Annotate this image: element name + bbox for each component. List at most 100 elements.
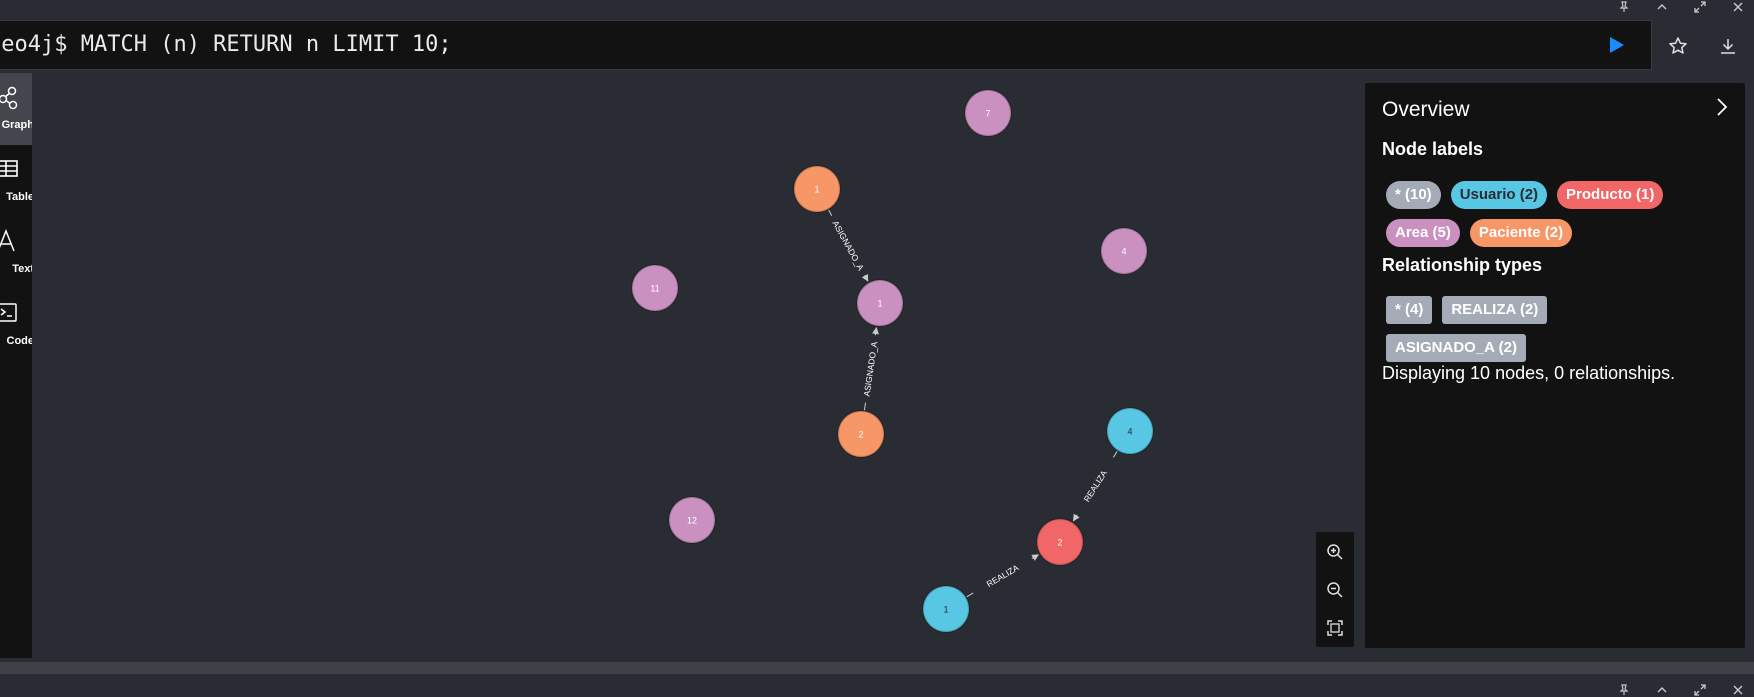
graph-icon — [0, 86, 18, 110]
graph-node-area[interactable]: 1 — [856, 279, 904, 327]
relationship-line[interactable] — [966, 592, 974, 598]
relationship-line[interactable] — [863, 402, 867, 411]
relationship-edge[interactable]: ASIGNADO_A — [862, 327, 880, 411]
query-editor[interactable]: neo4j$ MATCH (n) RETURN n LIMIT 10; — [0, 20, 1652, 70]
zoom-out-icon[interactable] — [1325, 580, 1345, 600]
sidebar-item-label: Table — [6, 191, 32, 203]
graph-node-usuario[interactable]: 4 — [1106, 407, 1154, 455]
table-icon — [0, 160, 18, 177]
fit-icon[interactable] — [1325, 618, 1345, 638]
node-labels-list: * (10) Usuario (2) Producto (1) Area (5) Pac… — [1386, 181, 1686, 247]
text-icon — [0, 229, 15, 252]
relationship-line[interactable] — [828, 209, 833, 217]
sidebar-item-table[interactable]: Table — [0, 145, 32, 217]
node-circle[interactable] — [631, 264, 679, 312]
node-label-chip[interactable]: Usuario (2) — [1450, 181, 1548, 209]
expand-icon[interactable] — [1692, 0, 1708, 14]
result-view-sidebar: Graph Table Text Code — [0, 73, 32, 658]
window-controls — [1616, 683, 1746, 697]
relationship-edge[interactable]: ASIGNADO_A — [828, 209, 869, 282]
relationship-label: ASIGNADO_A — [831, 219, 867, 272]
sidebar-item-graph[interactable]: Graph — [0, 73, 32, 145]
overview-panel: Overview Node labels * (10) Usuario (2) Pr… — [1365, 83, 1745, 648]
download-icon[interactable] — [1717, 35, 1739, 57]
next-frame-header — [0, 674, 1754, 697]
relationship-arrow[interactable] — [872, 327, 879, 336]
graph-node-usuario[interactable]: 1 — [922, 585, 970, 633]
node-circle[interactable] — [964, 89, 1012, 137]
sidebar-item-label: Graph — [1, 119, 32, 131]
relationship-line[interactable] — [1112, 451, 1118, 458]
sidebar-item-label: Code — [6, 335, 33, 347]
relationship-edge[interactable]: REALIZA — [1072, 451, 1118, 522]
node-label-chip[interactable]: Area (5) — [1386, 219, 1460, 247]
node-circle[interactable] — [793, 165, 841, 213]
prompt-label: neo4j$ — [0, 32, 68, 57]
close-icon[interactable] — [1730, 0, 1746, 14]
pin-icon[interactable] — [1616, 683, 1632, 697]
relationship-arrow[interactable] — [1031, 554, 1040, 561]
expand-icon[interactable] — [1692, 683, 1708, 697]
relationship-label: REALIZA — [1082, 468, 1110, 504]
graph-node-paciente[interactable]: 1 — [793, 165, 841, 213]
graph-node-paciente[interactable]: 2 — [837, 410, 885, 458]
node-caption: 1 — [877, 299, 882, 309]
relationship-label: ASIGNADO_A — [862, 341, 880, 397]
node-circle[interactable] — [668, 496, 716, 544]
overview-title: Overview — [1382, 98, 1470, 121]
node-label-chip[interactable]: Paciente (2) — [1469, 219, 1573, 247]
frame-divider[interactable] — [0, 662, 1754, 674]
node-circle[interactable] — [1100, 227, 1148, 275]
chevron-up-icon[interactable] — [1654, 0, 1670, 14]
node-caption: 4 — [1127, 427, 1132, 437]
chevron-right-icon[interactable] — [1713, 95, 1731, 119]
relationship-types-heading: Relationship types — [1382, 255, 1543, 275]
window-controls — [1616, 0, 1746, 14]
node-caption: 11 — [650, 284, 659, 294]
node-caption: 1 — [814, 185, 819, 195]
query-text[interactable]: neo4j$ MATCH (n) RETURN n LIMIT 10; — [0, 21, 452, 69]
graph-node-producto[interactable]: 2 — [1036, 518, 1084, 566]
relationship-arrow[interactable] — [861, 273, 869, 282]
run-button[interactable] — [1605, 34, 1627, 56]
node-caption: 12 — [687, 516, 697, 526]
favorite-star-icon[interactable] — [1667, 35, 1689, 57]
sidebar-item-label: Text — [12, 263, 32, 275]
node-label-chip[interactable]: Producto (1) — [1557, 181, 1664, 209]
code-icon — [0, 303, 17, 322]
node-caption: 2 — [1057, 538, 1062, 548]
chevron-up-icon[interactable] — [1654, 683, 1670, 697]
close-icon[interactable] — [1730, 683, 1746, 697]
node-circle[interactable] — [856, 279, 904, 327]
relationship-label: REALIZA — [985, 562, 1021, 589]
node-circle[interactable] — [837, 410, 885, 458]
sidebar-item-text[interactable]: Text — [0, 217, 32, 289]
relationship-edge[interactable]: REALIZA — [966, 554, 1040, 598]
pin-icon[interactable] — [1616, 0, 1632, 14]
graph-node-area[interactable]: 7 — [964, 89, 1012, 137]
graph-node-area[interactable]: 4 — [1100, 227, 1148, 275]
node-circle[interactable] — [1106, 407, 1154, 455]
frame-header — [0, 0, 1754, 20]
relationship-arrow[interactable] — [1072, 513, 1080, 522]
node-circle[interactable] — [1036, 518, 1084, 566]
node-caption: 4 — [1121, 247, 1126, 257]
node-caption: 7 — [985, 109, 990, 119]
relationship-type-chip[interactable]: * (4) — [1386, 296, 1433, 324]
query-input[interactable]: MATCH (n) RETURN n LIMIT 10; — [80, 32, 452, 57]
zoom-controls — [1316, 532, 1354, 647]
node-labels-heading: Node labels — [1382, 139, 1484, 159]
relationship-types-list: * (4) REALIZA (2) ASIGNADO_A (2) — [1386, 296, 1686, 362]
graph-node-area[interactable]: 11 — [631, 264, 679, 312]
node-caption: 1 — [943, 605, 948, 615]
overview-summary: Displaying 10 nodes, 0 relationships. — [1382, 363, 1676, 383]
node-circle[interactable] — [922, 585, 970, 633]
sidebar-item-code[interactable]: Code — [0, 289, 32, 361]
relationship-type-chip[interactable]: REALIZA (2) — [1442, 296, 1548, 324]
node-caption: 2 — [858, 430, 863, 440]
zoom-in-icon[interactable] — [1325, 542, 1345, 562]
relationship-type-chip[interactable]: ASIGNADO_A (2) — [1386, 334, 1526, 362]
node-label-chip[interactable]: * (10) — [1386, 181, 1441, 209]
graph-node-area[interactable]: 12 — [668, 496, 716, 544]
